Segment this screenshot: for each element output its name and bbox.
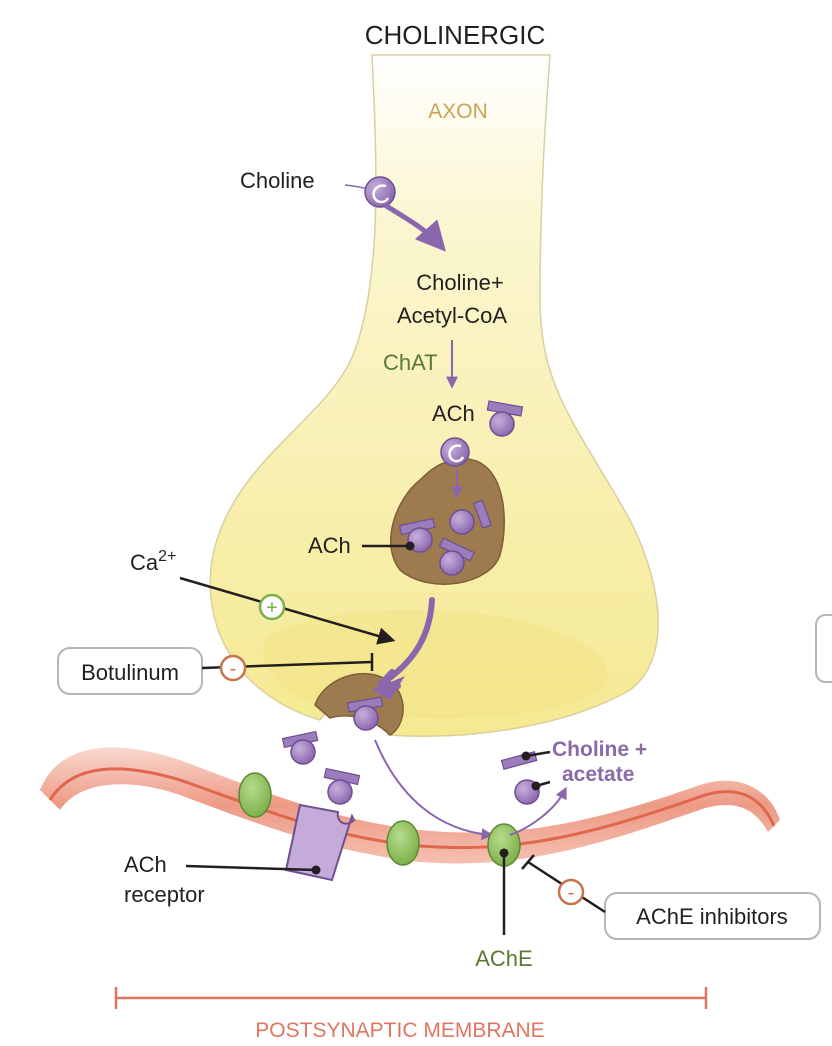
calcium-label: Ca2+ bbox=[130, 548, 176, 575]
choline-acetyl-line2: Acetyl-CoA bbox=[397, 303, 507, 328]
receptor-pointer bbox=[185, 864, 317, 872]
calcium-arrow bbox=[179, 576, 396, 645]
ache-enzyme bbox=[238, 772, 272, 818]
membrane-label: POSTSYNAPTIC MEMBRANE bbox=[255, 1019, 544, 1042]
ach-molecule-cleft bbox=[323, 767, 361, 805]
ache-inhibition-bar bbox=[521, 854, 535, 870]
minus-icon: - bbox=[557, 878, 585, 906]
choline-label: Choline bbox=[240, 168, 315, 193]
choline-molecule bbox=[364, 176, 396, 208]
ach-molecule-top bbox=[486, 400, 524, 437]
plus-icon: + bbox=[258, 593, 286, 621]
choline-uptake-arrow bbox=[383, 202, 446, 252]
svg-text:+: + bbox=[266, 597, 278, 619]
ach-molecule-released bbox=[346, 696, 384, 731]
membrane-bracket bbox=[114, 987, 708, 1009]
ach-vesicle-label: ACh bbox=[308, 533, 351, 558]
ach-diffusion-arrow bbox=[374, 739, 494, 841]
ache-inhibitors-label: AChE inhibitors bbox=[636, 904, 788, 929]
choline-acetyl-line1: Choline+ bbox=[416, 270, 503, 295]
ache-pointer-dot bbox=[499, 848, 509, 858]
chat-label: ChAT bbox=[383, 350, 438, 375]
acetate-pointer-dot bbox=[521, 751, 531, 761]
svg-text:-: - bbox=[230, 658, 237, 680]
calcium-symbol: Ca bbox=[130, 550, 159, 575]
ach-molecule-vesicle bbox=[438, 537, 475, 576]
ache-label: AChE bbox=[475, 946, 532, 971]
synaptic-vesicle bbox=[390, 458, 505, 585]
postsynaptic-membrane bbox=[40, 747, 780, 864]
partial-box-edge bbox=[815, 614, 832, 683]
ache-inhibitors-box: AChE inhibitors bbox=[604, 892, 821, 940]
page-title: CHOLINERGIC bbox=[365, 20, 546, 50]
choline-product-pointer-dot bbox=[531, 781, 541, 791]
botulinum-box: Botulinum bbox=[57, 647, 203, 695]
ach-molecule-vesicle bbox=[449, 499, 492, 535]
calcium-charge: 2+ bbox=[158, 548, 176, 565]
ach-receptor bbox=[284, 803, 356, 882]
choline-molecule-vesicle-entry bbox=[440, 437, 470, 467]
axon-terminal bbox=[209, 54, 659, 737]
exocytosis-arrow-head bbox=[372, 676, 405, 700]
products-label-line2: acetate bbox=[562, 763, 634, 786]
axon-label: AXON bbox=[428, 100, 488, 123]
ach-molecule-cleft bbox=[281, 730, 319, 765]
ach-top-label: ACh bbox=[432, 401, 475, 426]
products-label-line1: Choline + bbox=[552, 738, 647, 761]
ach-vesicle-pointer-dot bbox=[405, 541, 415, 551]
products-arrow bbox=[509, 786, 567, 836]
minus-icon: - bbox=[219, 654, 247, 682]
receptor-pointer-dot bbox=[311, 865, 321, 875]
botulinum-label: Botulinum bbox=[81, 660, 179, 685]
receptor-label-line1: ACh bbox=[124, 852, 167, 877]
ache-enzyme bbox=[386, 820, 420, 866]
receptor-label-line2: receptor bbox=[124, 882, 205, 907]
svg-text:-: - bbox=[568, 882, 575, 904]
